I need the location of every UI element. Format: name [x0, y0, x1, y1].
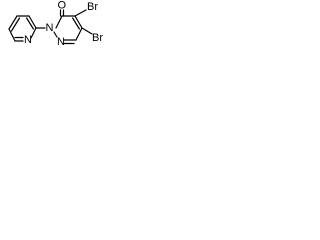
bond — [71, 17, 81, 30]
atom-label-pyridine-nitrogen: N — [24, 34, 32, 46]
bond — [74, 15, 83, 29]
chemical-structure-diagram: O N N N Br Br — [8, 0, 103, 48]
carbonyl-group — [59, 9, 65, 17]
bond — [10, 17, 21, 32]
bond — [8, 15, 18, 30]
bond — [75, 27, 83, 41]
bond — [28, 15, 37, 29]
bond — [53, 31, 58, 38]
bond — [26, 17, 35, 30]
pyridazinone-ring — [53, 15, 83, 45]
atom-label-bromine-2: Br — [92, 32, 103, 44]
bond — [30, 27, 37, 39]
atom-label-bromine-1: Br — [87, 1, 98, 13]
bond — [8, 28, 16, 42]
bond — [81, 27, 93, 35]
atom-label-nitrogen-2: N — [57, 36, 65, 48]
bond — [74, 9, 87, 17]
atom-label-oxygen: O — [58, 0, 67, 12]
atom-label-nitrogen-1: N — [46, 22, 54, 34]
bond — [55, 15, 63, 29]
pyridine-ring — [8, 15, 37, 42]
